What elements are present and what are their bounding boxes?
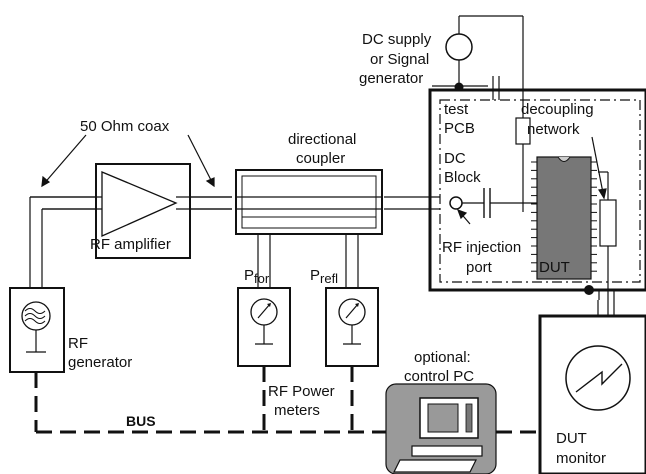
power-meter-forward	[237, 287, 291, 367]
dc-supply-wiring	[432, 15, 524, 100]
rf-generator-label-2: generator	[68, 354, 132, 371]
control-pc-block	[385, 383, 497, 474]
power-meters-label-1: RF Power	[268, 383, 335, 400]
dut-monitor-label-2: monitor	[556, 450, 606, 467]
p-refl-label: Prefl	[310, 267, 338, 286]
rf-amplifier-block	[30, 163, 232, 259]
test-pcb-enclosure	[428, 88, 646, 292]
test-pcb-label-2: PCB	[444, 120, 475, 137]
coax-label: 50 Ohm coax	[80, 118, 170, 135]
rf-injection-port-icon	[449, 196, 463, 210]
monitor-junction-dot	[584, 285, 594, 295]
test-pcb-label-1: test	[444, 101, 469, 118]
power-meters-label-2: meters	[274, 402, 320, 419]
power-meter-reflected	[325, 287, 379, 367]
decoupling-resistor-2	[599, 199, 617, 247]
dc-supply-source-icon	[445, 33, 473, 61]
dut-chip	[531, 156, 597, 280]
rf-injection-label-1: RF injection	[442, 239, 521, 256]
rf-generator-label-1: RF	[68, 335, 88, 352]
optional-label-2: control PC	[404, 368, 474, 385]
p-for-label: Pfor	[244, 267, 270, 286]
decoupling-label-2: network	[527, 121, 580, 138]
sine-wave-icon	[24, 308, 46, 324]
decoupling-network	[515, 86, 646, 316]
dc-supply-label-2: or Signal	[370, 51, 429, 68]
dut-label: DUT	[539, 259, 570, 276]
optional-label-1: optional:	[414, 349, 471, 366]
annotation-arrows	[41, 134, 607, 225]
meter-needle-icon	[257, 303, 271, 319]
rf-injection-label-2: port	[466, 259, 493, 276]
dc-supply-label-3: generator	[359, 70, 423, 87]
meter-needle-icon	[345, 303, 359, 319]
dc-supply-junction-dot	[454, 82, 464, 92]
dc-block-label-1: DC	[444, 150, 466, 167]
desktop-computer-icon	[393, 397, 483, 473]
directional-coupler	[235, 169, 383, 235]
bus-lines	[34, 366, 540, 434]
amplifier-triangle-icon	[101, 171, 178, 238]
dut-monitor-block	[538, 300, 646, 474]
dc-supply-label-1: DC supply	[362, 31, 432, 48]
oscilloscope-trace-icon	[575, 363, 623, 393]
rf-generator-block	[9, 287, 65, 373]
rf-amplifier-label: RF amplifier	[90, 236, 171, 253]
coupler-label-1: directional	[288, 131, 356, 148]
dut-monitor-label-1: DUT	[556, 430, 587, 447]
decoupling-label-1: decoupling	[521, 101, 594, 118]
coupler-label-2: coupler	[296, 150, 345, 167]
bus-label: BUS	[126, 413, 156, 429]
dc-block-label-2: Block	[444, 169, 481, 186]
